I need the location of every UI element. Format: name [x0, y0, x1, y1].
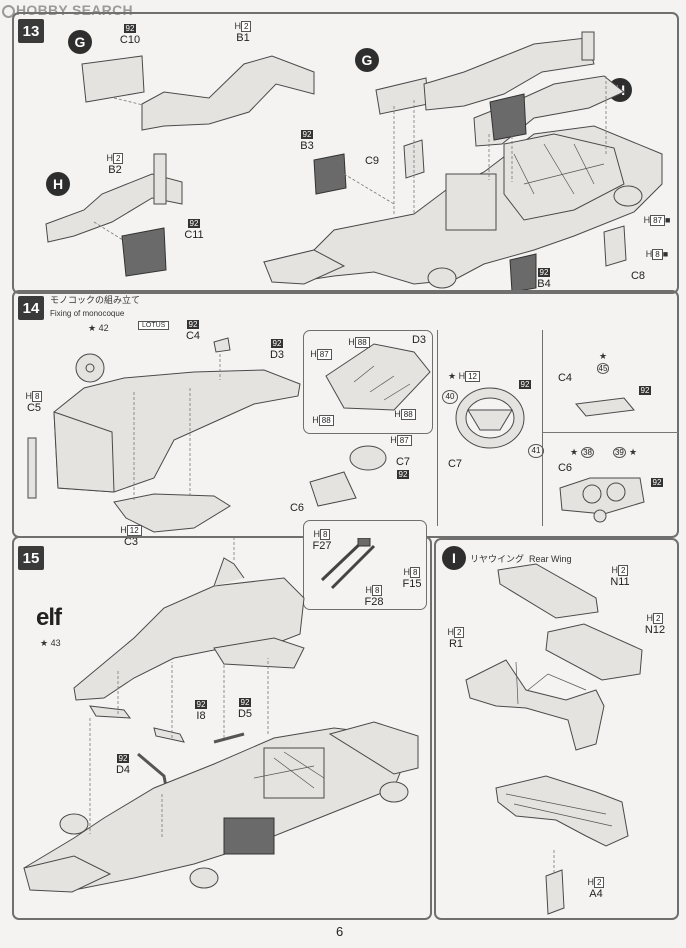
detail-c6-label: C6	[557, 462, 573, 474]
part-i8	[89, 705, 132, 719]
hobbysearch-watermark: HOBBY SEARCH	[2, 2, 133, 18]
part-c10	[81, 55, 145, 103]
part-b2	[45, 173, 183, 243]
part-c6	[309, 471, 357, 507]
part-c3	[113, 493, 231, 533]
step-13-panel	[12, 12, 679, 294]
detail-c7-box	[437, 330, 543, 526]
detail-c7-d40: 40	[442, 390, 458, 404]
monocoque	[53, 369, 301, 493]
step-13-drawing	[45, 31, 663, 292]
step-13-number: 13	[18, 19, 44, 43]
rear-wing-title: リヤウイング Rear Wing	[470, 554, 572, 564]
label-c9: C9	[364, 155, 380, 167]
decal-42: ★ 42	[88, 323, 109, 333]
step-15-number: 15	[18, 546, 44, 570]
detail-c7-n92: 92	[518, 380, 532, 389]
step-15-panel	[12, 536, 432, 920]
label-c8: C8	[630, 270, 646, 282]
step-14-number: 14	[18, 296, 44, 320]
detail-c6-n92: 92	[650, 478, 664, 487]
callout-h-left: H	[46, 172, 70, 196]
wing-assembled	[495, 775, 629, 847]
detail-c6-d38: ★ 38	[569, 447, 595, 458]
detail-d3-box	[303, 330, 433, 434]
part-b3	[313, 153, 347, 195]
page-number: 6	[336, 924, 344, 939]
callout-i: I	[442, 546, 466, 570]
part-a4	[545, 869, 565, 915]
elf-logo: elf	[36, 604, 62, 631]
part-c11	[121, 227, 167, 277]
detail-c4-n92: 92	[638, 386, 652, 395]
part-c8	[603, 225, 627, 267]
part-b1	[141, 55, 315, 131]
detail-c6-d39: 39 ★	[612, 447, 638, 458]
decal-lotus-logo: LOTUS	[138, 321, 170, 330]
detail-c7-label: C7	[447, 458, 463, 470]
part-n12	[545, 623, 643, 681]
part-c9	[403, 139, 425, 179]
callout-g-left: G	[68, 30, 92, 54]
logo-icon	[2, 5, 15, 18]
rear-wing-drawing	[465, 563, 643, 915]
step-14-title-en: Fixing of monocoque	[50, 309, 125, 318]
detail-c4-label: C4	[557, 372, 573, 384]
detail-d3-title: D3	[411, 334, 427, 346]
part-c4	[213, 337, 231, 353]
callout-g-right: G	[355, 48, 379, 72]
rear-wing-panel	[434, 538, 679, 920]
step-14-drawing	[27, 337, 645, 533]
part-c7	[349, 445, 387, 471]
part-c5	[27, 437, 37, 499]
detail-c7-d41: 41	[528, 444, 544, 458]
part-b4	[509, 253, 537, 292]
part-n11	[497, 563, 599, 619]
label-c6: C6	[289, 502, 305, 514]
detail-c4-d45: ★45	[596, 351, 610, 374]
step-14-title-jp: モノコックの組み立て	[50, 295, 141, 305]
decal-43: ★ 43	[40, 638, 61, 648]
detail-divider	[543, 432, 679, 433]
step-15-drawing	[23, 538, 419, 893]
part-r1	[465, 659, 605, 751]
